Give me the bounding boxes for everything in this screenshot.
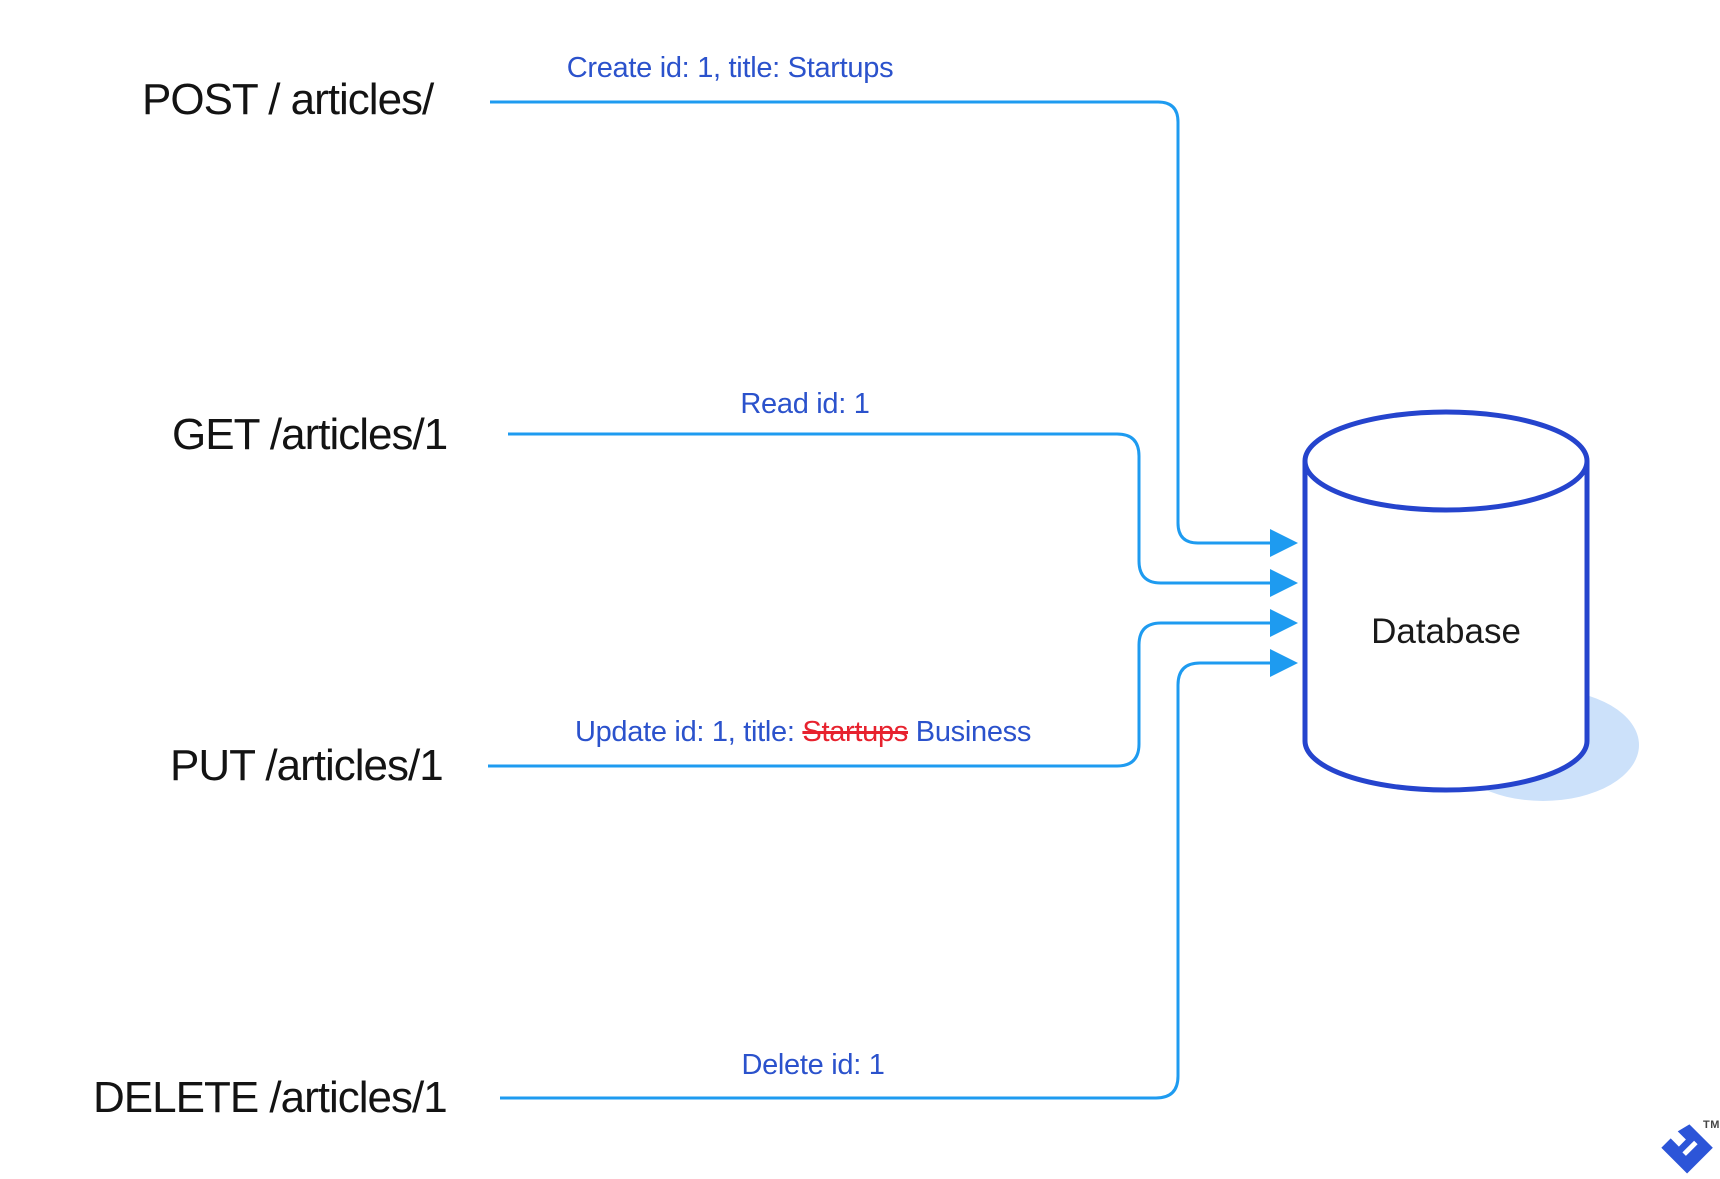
put-endpoint-label: PUT /articles/1	[170, 741, 444, 790]
arrowhead-put-icon	[1270, 609, 1298, 637]
delete-annotation: Delete id: 1	[741, 1049, 885, 1081]
trademark-label: TM	[1703, 1119, 1720, 1131]
cylinder-body	[1302, 461, 1590, 793]
cylinder-top	[1302, 409, 1590, 513]
connector-delete-line	[500, 661, 1271, 1100]
database-label: Database	[1371, 612, 1521, 651]
arrowhead-get-icon	[1270, 569, 1298, 597]
connector-put-line	[488, 621, 1271, 768]
connector-delete	[500, 649, 1298, 1100]
create-annotation: Create id: 1, title: Startups	[566, 52, 894, 84]
connector-post	[490, 100, 1298, 557]
connector-get	[508, 432, 1298, 597]
logo-slit	[1682, 1140, 1698, 1156]
toptal-logo-icon	[1661, 1124, 1713, 1174]
arrowhead-delete-icon	[1270, 649, 1298, 677]
delete-endpoint-label: DELETE /articles/1	[93, 1073, 448, 1122]
database-cylinder-icon	[1302, 409, 1590, 793]
post-endpoint-label: POST / articles/	[142, 75, 434, 124]
update-annotation: Update id: 1, title: Startups Business	[575, 717, 1031, 747]
update-annotation-prefix: Update id: 1, title:	[574, 716, 803, 748]
connector-put	[488, 609, 1298, 768]
arrowhead-post-icon	[1270, 529, 1298, 557]
get-endpoint-label: GET /articles/1	[172, 410, 448, 459]
read-annotation: Read id: 1	[740, 388, 870, 420]
update-annotation-suffix: Business	[908, 716, 1032, 748]
connector-post-line	[490, 100, 1271, 545]
update-annotation-strikethrough: Startups	[802, 716, 909, 748]
connector-get-line	[508, 432, 1271, 585]
